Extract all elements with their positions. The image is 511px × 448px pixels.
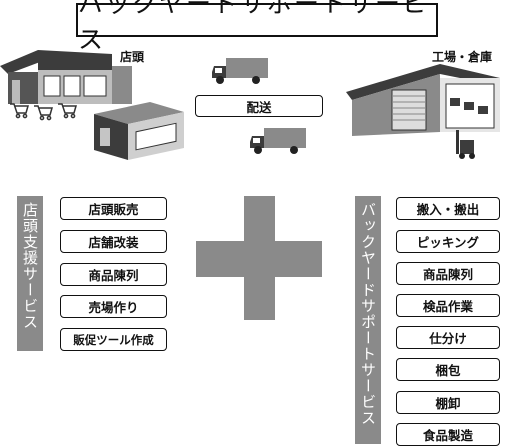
backyard-support-vertical-label: バックヤードサポートサービス <box>355 196 381 444</box>
left-item-3: 商品陳列 <box>60 263 167 286</box>
left-item-4: 売場作り <box>60 295 167 318</box>
right-item-8: 食品製造 <box>396 423 500 446</box>
right-item-7: 棚卸 <box>396 391 500 414</box>
right-item-5: 仕分け <box>396 326 500 349</box>
delivery-truck-icon <box>212 58 268 84</box>
plus-sign-vertical <box>244 196 275 320</box>
store-building-illustration <box>0 50 132 104</box>
right-item-2: ピッキング <box>396 230 500 253</box>
diagram-title: バックヤードサポートサービス <box>76 0 438 54</box>
left-item-2: 店舗改装 <box>60 230 167 253</box>
left-item-1: 店頭販売 <box>60 197 167 220</box>
backyard-support-label-text: バックヤードサポートサービス <box>359 202 377 426</box>
right-item-4: 検品作業 <box>396 294 500 317</box>
delivery-truck-icon <box>250 128 306 154</box>
store-label: 店頭 <box>120 50 145 64</box>
delivery-box: 配送 <box>195 95 323 117</box>
factory-label: 工場・倉庫 <box>432 50 493 64</box>
right-item-6: 梱包 <box>396 358 500 381</box>
store-front-illustration <box>94 102 184 160</box>
store-support-vertical-label: 店頭支援サービス <box>17 196 43 351</box>
right-item-3: 商品陳列 <box>396 262 500 285</box>
shopping-cart-icon <box>10 103 77 121</box>
warehouse-illustration <box>346 64 500 159</box>
left-item-5: 販促ツール作成 <box>60 328 167 351</box>
store-support-label-text: 店頭支援サービス <box>21 202 39 330</box>
right-item-1: 搬入・搬出 <box>396 197 500 220</box>
